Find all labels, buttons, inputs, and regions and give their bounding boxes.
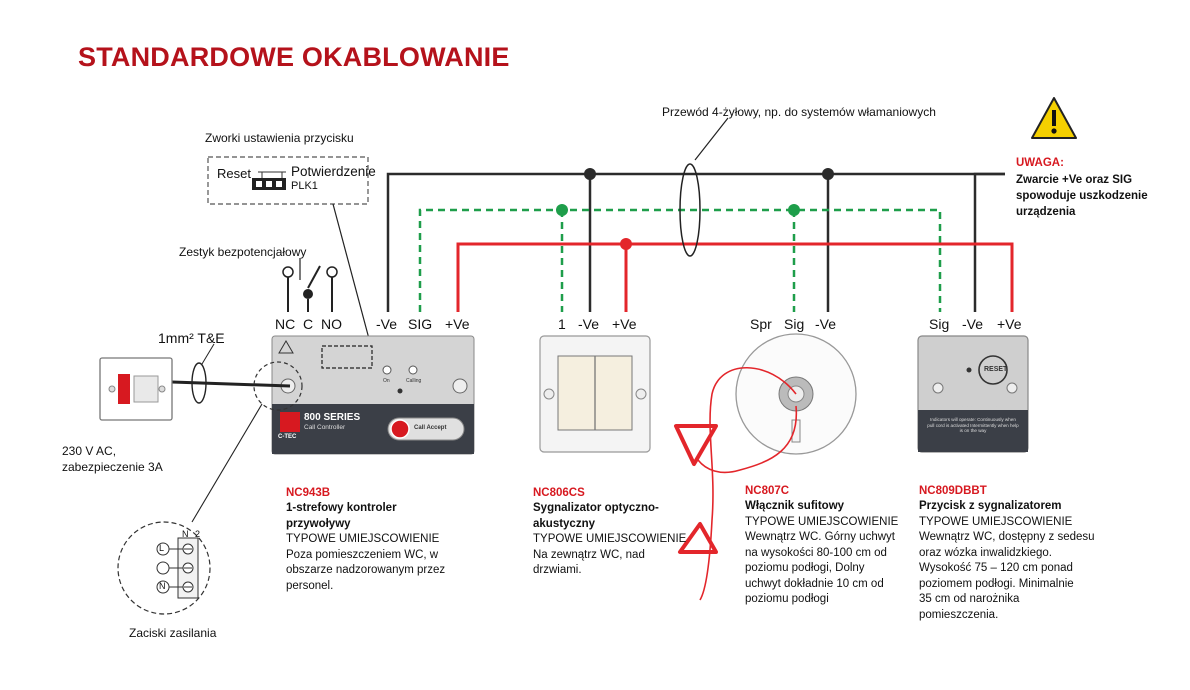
terminal-no: NO (321, 316, 342, 332)
product-name-line: akustyczny (533, 517, 596, 530)
product-name-line: przywoływy (286, 517, 351, 530)
product-desc-line: drzwiami. (533, 564, 582, 576)
product-code: NC943B (286, 487, 331, 499)
controller-on-label: On (383, 378, 390, 384)
reset-note: Indicators will operate: Continuously wh… (927, 417, 1019, 434)
product-desc-line: Wewnątrz WC. Górny uchwyt (745, 531, 895, 543)
positive-wire (456, 242, 1014, 312)
terminal-controller-neg: -Ve (376, 316, 398, 332)
warning-line-3: urządzenia (1016, 206, 1076, 218)
product-desc-line: oraz wózka inwalidzkiego. (919, 546, 1052, 559)
product-desc-line: 35 cm od narożnika (919, 593, 1020, 605)
te-cable-label: 1mm² T&E (158, 330, 225, 346)
product-name-line: Włącznik sufitowy (745, 500, 845, 512)
jumper-plk-label: PLK1 (291, 180, 318, 192)
terminal-sounder-neg: -Ve (578, 316, 600, 332)
power-terminal-2: 2 (195, 529, 201, 539)
product-desc-line: Poza pomieszczeniem WC, w (286, 548, 439, 561)
product-name-line: 1-strefowy kontroler (286, 502, 397, 514)
terminal-reset-pos: +Ve (997, 316, 1022, 332)
terminal-ceiling-sig: Sig (784, 316, 805, 332)
product-code: NC809DBBT (919, 485, 987, 497)
warning-triangle-icon (1031, 97, 1077, 139)
power-terminal-n-top: N (182, 529, 189, 539)
terminal-nc: NC (275, 316, 296, 332)
terminal-c: C (303, 316, 314, 332)
product-desc-line: pomieszczenia. (919, 608, 999, 621)
warning-line-2: spowoduje uszkodzenie (1016, 190, 1148, 202)
reset-device (917, 335, 1029, 453)
product-typical: TYPOWE UMIEJSCOWIENIE (533, 533, 687, 545)
power-terminal-l: L (159, 543, 165, 553)
controller-subtitle: Call Controller (304, 424, 346, 431)
power-terminals-label: Zaciski zasilania (129, 626, 217, 640)
mains-label-2: zabezpieczenie 3A (62, 460, 163, 474)
product-name-line: Przycisk z sygnalizatorem (919, 500, 1062, 512)
product-desc-line: poziomu podłogi, Dolny (745, 562, 865, 574)
jumper-confirm-label: Potwierdzenie (291, 164, 376, 179)
warning-heading: UWAGA: (1016, 157, 1064, 169)
product-desc-line: Na zewnątrz WC, nad (533, 548, 645, 561)
terminal-sounder-pos: +Ve (612, 316, 637, 332)
product-name-line: Sygnalizator optyczno- (533, 502, 659, 514)
product-typical: TYPOWE UMIEJSCOWIENIE (919, 515, 1073, 528)
jumper-label: Zworki ustawienia przycisku (205, 131, 354, 145)
terminal-controller-sig: SIG (408, 316, 433, 332)
mains-label-1: 230 V AC, (62, 444, 117, 458)
controller-calling-label: Calling (406, 378, 422, 384)
controller-brand: C-TEC (278, 434, 297, 440)
controller-device (271, 335, 475, 455)
product-desc-line: personel. (286, 579, 334, 592)
product-desc-line: poziomu podłogi (745, 593, 829, 605)
terminal-sounder-1: 1 (558, 316, 566, 332)
product-sounder: NC806CS Sygnalizator optyczno- akustyczn… (533, 487, 686, 579)
product-desc-line: na wysokości 80-100 cm od (745, 546, 887, 559)
terminal-reset-sig: Sig (929, 316, 950, 332)
terminal-ceiling-spr: Spr (750, 316, 772, 332)
product-desc-line: Wewnątrz WC, dostępny z sedesu (919, 531, 1095, 543)
product-typical: TYPOWE UMIEJSCOWIENIE (745, 515, 899, 528)
product-typical: TYPOWE UMIEJSCOWIENIE (286, 533, 440, 545)
product-controller: NC943B 1-strefowy kontroler przywoływy T… (286, 487, 445, 594)
page-title: STANDARDOWE OKABLOWANIE (78, 42, 510, 72)
sounder-device (539, 335, 651, 453)
product-ceiling-pull: NC807C Włącznik sufitowy TYPOWE UMIEJSCO… (745, 485, 898, 608)
terminal-ceiling-neg: -Ve (815, 316, 837, 332)
fused-spur (99, 357, 173, 421)
cable-label: Przewód 4-żyłowy, np. do systemów właman… (662, 105, 936, 119)
product-code: NC807C (745, 485, 790, 497)
jumper-reset-label: Reset (217, 166, 251, 181)
relay-label: Zestyk bezpotencjałowy (179, 245, 307, 259)
product-desc-line: Wysokość 75 – 120 cm ponad (919, 562, 1073, 574)
product-desc-line: poziomem podłogi. Minimalnie (919, 577, 1074, 590)
product-desc-line: obszarze nadzorowanym przez (286, 564, 446, 576)
terminal-reset-neg: -Ve (962, 316, 984, 332)
warning-line-1: Zwarcie +Ve oraz SIG (1016, 174, 1133, 186)
product-reset-button: NC809DBBT Przycisk z sygnalizatorem TYPO… (919, 485, 1095, 623)
terminal-controller-pos: +Ve (445, 316, 470, 332)
call-accept-label: Call Accept (414, 425, 447, 431)
reset-label: RESET (984, 366, 1008, 373)
product-desc-line: uchwyt dokładnie 10 cm od (745, 577, 884, 590)
power-terminal-n: N (159, 581, 166, 591)
product-code: NC806CS (533, 487, 585, 499)
pull-cord (697, 366, 798, 601)
controller-series: 800 SERIES (304, 412, 361, 423)
